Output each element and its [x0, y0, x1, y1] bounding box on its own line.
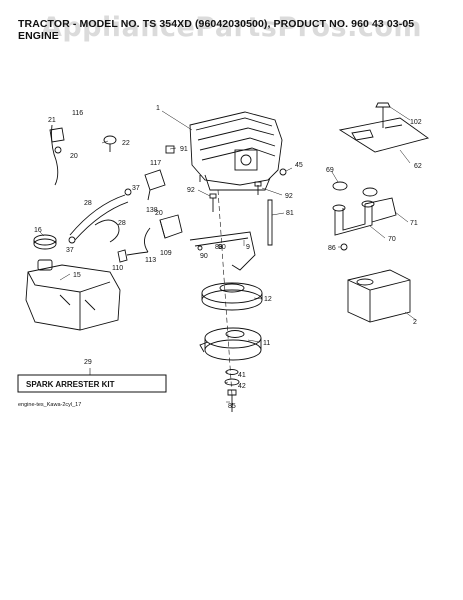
callout-28-b: 28 — [118, 220, 126, 227]
callout-41: 41 — [238, 372, 246, 379]
callout-15: 15 — [73, 272, 81, 279]
callout-71: 71 — [410, 220, 418, 227]
callout-1: 1 — [156, 105, 160, 112]
nut-part — [165, 145, 175, 154]
callout-16: 16 — [34, 227, 42, 234]
callout-45: 45 — [295, 162, 303, 169]
pulley-part — [201, 282, 263, 311]
callout-113: 113 — [145, 257, 156, 264]
callout-labels: 1 2 9 11 12 15 16 20 20 21 22 28 28 29 3… — [34, 105, 422, 410]
callout-62: 62 — [414, 163, 422, 170]
bolt-45-part — [279, 168, 287, 176]
callout-42: 42 — [238, 383, 246, 390]
engine-part — [189, 111, 283, 191]
clutch-part — [199, 327, 262, 361]
spark-arrester-kit-box: SPARK ARRESTER KIT — [17, 374, 167, 393]
callout-2: 2 — [413, 319, 417, 326]
spark-plug-part — [103, 135, 117, 152]
bracket-part — [144, 169, 166, 201]
callout-86: 86 — [328, 245, 336, 252]
callout-37-a: 37 — [132, 185, 140, 192]
exhaust-pipe-part — [332, 197, 397, 236]
fuel-line-part — [69, 194, 129, 243]
callout-92-b: 92 — [285, 193, 293, 200]
kit-label: SPARK ARRESTER KIT — [26, 380, 115, 389]
callout-12: 12 — [264, 296, 272, 303]
callout-70: 70 — [388, 236, 396, 243]
bolt-86-part — [340, 243, 348, 251]
callout-20-b: 20 — [155, 210, 163, 217]
bolt-85-part — [227, 389, 237, 412]
callout-110: 110 — [112, 265, 123, 272]
callout-69: 69 — [326, 167, 334, 174]
callout-138: 138 — [146, 207, 158, 214]
ignition-module-part — [144, 214, 183, 253]
throttle-rod-part — [189, 231, 256, 271]
callout-37-b: 37 — [66, 247, 74, 254]
title-line: TRACTOR - MODEL NO. TS 354XD (9604203050… — [18, 18, 415, 30]
callout-28-a: 28 — [84, 200, 92, 207]
clamp-part — [68, 188, 132, 244]
callout-20-a: 20 — [70, 153, 78, 160]
callout-109: 109 — [160, 250, 172, 257]
throttle-cable-part — [49, 124, 65, 186]
page-title: TRACTOR - MODEL NO. TS 354XD (9604203050… — [18, 18, 458, 42]
reference-code: engine-tes_Kawa-2cyl_17 — [18, 402, 81, 408]
callout-117: 117 — [150, 160, 161, 167]
callout-81: 81 — [286, 210, 294, 217]
callout-85: 85 — [228, 403, 236, 410]
callout-11: 11 — [263, 340, 270, 347]
callout-90-b: 90 — [200, 253, 208, 260]
fuel-tank-part — [25, 259, 121, 331]
callout-91: 91 — [180, 146, 188, 153]
subtitle-line: ENGINE — [18, 30, 59, 42]
muffler-part — [347, 269, 411, 323]
screw-92b-part — [254, 181, 262, 195]
screw-92-part — [209, 193, 217, 212]
fuel-cap-part — [33, 234, 57, 250]
callout-102: 102 — [410, 119, 422, 126]
pin-81-part — [267, 199, 273, 246]
callout-29: 29 — [84, 359, 92, 366]
gasket-part — [332, 181, 378, 197]
callout-9: 9 — [246, 244, 250, 251]
callout-90-a: 90 — [218, 244, 226, 251]
cover-plate-part — [338, 117, 430, 153]
callout-92-a: 92 — [187, 187, 195, 194]
callout-22: 22 — [122, 140, 130, 147]
callout-21: 21 — [48, 117, 56, 124]
bolt-102-part — [375, 102, 391, 128]
callout-116: 116 — [72, 110, 83, 117]
callout-88: 88 — [215, 244, 223, 251]
connector-part — [117, 249, 149, 263]
